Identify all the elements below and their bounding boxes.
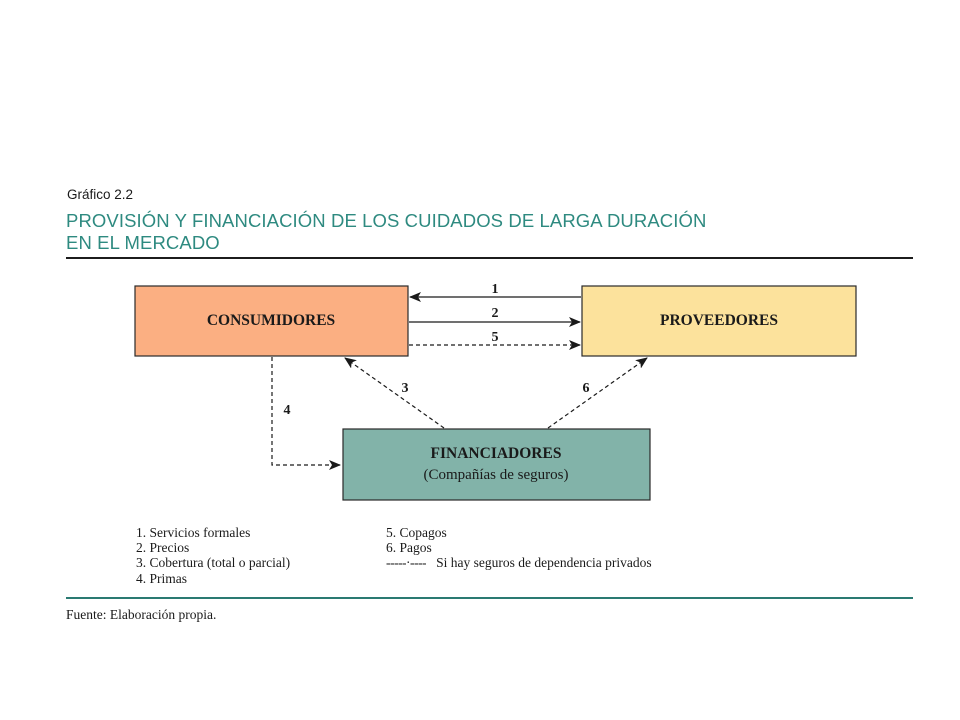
consumidores-label: CONSUMIDORES	[207, 312, 335, 329]
node-consumidores: CONSUMIDORES	[134, 285, 409, 357]
figure-title: PROVISIÓN Y FINANCIACIÓN DE LOS CUIDADOS…	[66, 210, 912, 256]
node-proveedores: PROVEEDORES	[581, 285, 857, 357]
legend-dashed-note: -----·---- Si hay seguros de dependencia…	[386, 555, 652, 570]
title-line-2: EN EL MERCADO	[66, 232, 220, 253]
arrow-4-label: 4	[284, 403, 291, 418]
arrow-2: 2	[409, 306, 581, 327]
arrow-3-line	[344, 357, 445, 429]
dashed-line-symbol: -----·----	[386, 555, 426, 571]
proveedores-label: PROVEEDORES	[660, 312, 778, 329]
legend-item: 3. Cobertura (total o parcial)	[136, 555, 291, 571]
arrow-6-label: 6	[583, 381, 590, 396]
source-note: Fuente: Elaboración propia.	[66, 607, 217, 622]
arrow-6: 6	[547, 357, 648, 429]
arrow-1-label: 1	[492, 282, 499, 297]
arrow-1: 1	[409, 282, 581, 302]
proveedores-box	[581, 285, 857, 357]
legend-item: 5. Copagos	[386, 525, 447, 540]
node-financiadores: FINANCIADORES (Compañías de seguros)	[342, 428, 651, 501]
financiadores-box	[342, 428, 651, 501]
legend-right: 5. Copagos 6. Pagos -----·---- Si hay se…	[386, 525, 652, 571]
financiadores-sublabel: (Compañías de seguros)	[424, 467, 569, 483]
arrow-2-label: 2	[492, 306, 499, 321]
legend-item: 4. Primas	[136, 570, 188, 586]
legend-item: 6. Pagos	[386, 540, 432, 556]
arrow-5-label: 5	[492, 330, 499, 345]
legend-left: 1. Servicios formales 2. Precios 3. Cobe…	[136, 525, 290, 586]
arrow-3-label: 3	[402, 381, 409, 396]
arrow-4: 4	[271, 357, 341, 470]
financiadores-label: FINANCIADORES	[431, 445, 562, 462]
arrow-4-line	[271, 357, 341, 470]
title-line-1: PROVISIÓN Y FINANCIACIÓN DE LOS CUIDADOS…	[66, 210, 707, 231]
title-rule	[66, 257, 913, 259]
consumidores-box	[134, 285, 409, 357]
arrow-6-line	[547, 357, 648, 429]
arrow-5: 5	[409, 330, 581, 350]
source-rule	[66, 597, 913, 599]
arrow-3: 3	[344, 357, 445, 429]
legend-item: 1. Servicios formales	[136, 525, 251, 540]
figure-label: Gráfico 2.2	[67, 187, 134, 202]
legend-item: 2. Precios	[136, 540, 190, 556]
dashed-note-text: Si hay seguros de dependencia privados	[436, 555, 652, 571]
